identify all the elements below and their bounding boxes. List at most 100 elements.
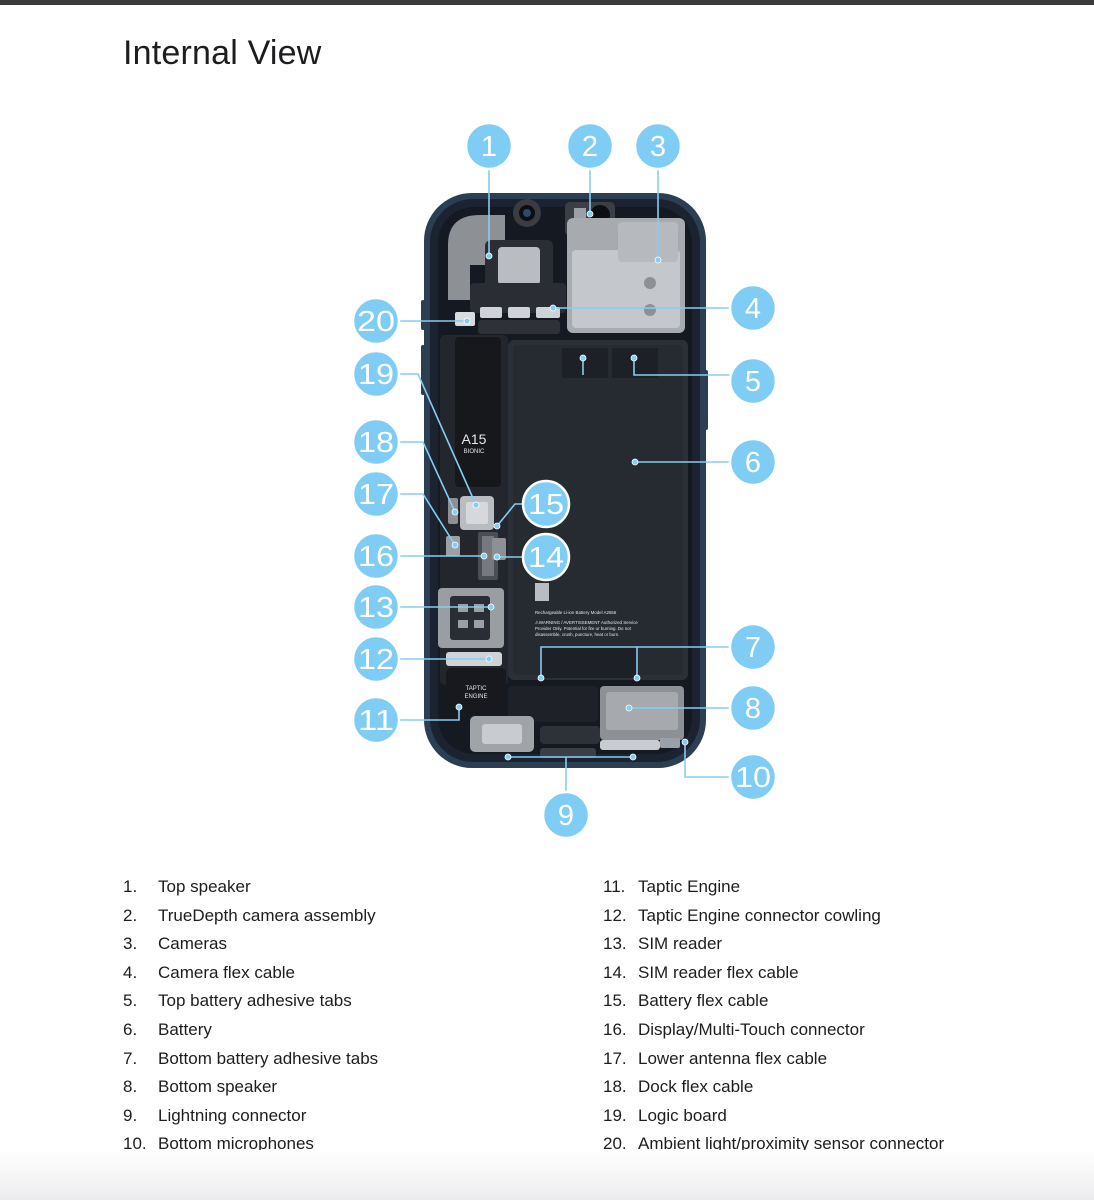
list-item: 16. Display/Multi-Touch connector [603,1019,944,1048]
callout-label: 15 [528,489,564,521]
parts-list-right: 11.Taptic Engine 12. Taptic Engine connec… [603,876,944,1162]
list-item: 13. SIM reader [603,933,944,962]
callout-8: 8 [728,683,778,733]
list-item-number: 7. [123,1048,138,1068]
chip-sublabel: BIONIC [464,449,485,455]
list-item: 18. Dock flex cable [603,1076,944,1105]
top-bar [0,0,1094,5]
callout-label: 20 [357,306,395,338]
list-item-number: 15. [603,991,627,1011]
list-item: 4. Camera flex cable [123,962,378,991]
list-item: 17.Lower antenna flex cable [603,1048,944,1077]
callout-10: 10 [728,752,778,802]
list-item-number: 8. [123,1077,138,1097]
callout-17: 17 [351,469,401,519]
callout-label: 7 [745,632,761,664]
callout-5: 5 [728,356,778,406]
callout-1: 1 [464,121,514,171]
list-item: 10.Bottom microphones [123,1133,378,1162]
callout-19: 19 [351,349,401,399]
list-item-label: SIM reader flex cable [638,962,799,982]
leader-lines [399,169,741,792]
list-item-label: Taptic Engine connector cowling [638,905,881,925]
list-item-number: 13. [603,934,627,954]
list-item-label: Bottom speaker [158,1077,278,1097]
list-item-number: 12. [603,905,627,925]
list-item-label: Bottom microphones [158,1134,314,1154]
list-item: 15. Battery flex cable [603,990,944,1019]
callout-label: 18 [358,427,394,459]
list-item-label: Camera flex cable [158,962,296,982]
list-item-label: Top battery adhesive tabs [158,991,352,1011]
list-item-label: Bottom battery adhesive tabs [158,1048,379,1068]
list-item: 9. Lightning connector [123,1105,378,1134]
list-item-number: 1. [123,877,138,896]
callout-15: 15 [521,479,571,529]
list-item-label: Taptic Engine [638,877,741,896]
callout-label: 4 [745,293,761,325]
list-item-label: Ambient light/proximity sensor connector [638,1134,945,1154]
list-item-label: Top speaker [158,877,251,896]
callout-16: 16 [351,531,401,581]
battery-label-line3: Provider Only. Potential for fire or bur… [535,626,632,631]
list-item: 5. Top battery adhesive tabs [123,990,378,1019]
page-title: Internal View [123,34,322,72]
list-item-label: SIM reader [638,934,723,954]
list-item-label: Battery flex cable [638,991,769,1011]
callout-6: 6 [728,437,778,487]
callout-3: 3 [633,121,683,171]
list-item-label: Logic board [638,1105,727,1125]
list-item-number: 14. [603,962,627,982]
callout-label: 19 [358,359,394,391]
leader-dots [451,210,689,761]
callout-9: 9 [541,790,591,840]
list-item-number: 2. [123,905,138,925]
chip-label: A15 [462,431,487,447]
list-item: 11.Taptic Engine [603,876,944,905]
callout-label: 5 [745,366,761,398]
callout-20: 20 [351,296,401,346]
taptic-label-line1: TAPTIC [466,686,488,692]
list-item: 8. Bottom speaker [123,1076,378,1105]
list-item-number: 5. [123,991,138,1011]
callout-7: 7 [728,622,778,672]
list-item-label: Battery [158,1019,212,1039]
callout-label: 16 [358,541,394,573]
list-item-number: 19. [603,1105,627,1125]
bottom-fade [0,1150,1094,1200]
callout-label: 2 [582,131,598,163]
callout-label: 17 [358,479,394,511]
list-item-number: 18. [603,1077,627,1097]
list-item: 12. Taptic Engine connector cowling [603,905,944,934]
callout-label: 6 [745,447,761,479]
callout-label: 9 [558,800,574,832]
list-item-number: 9. [123,1105,138,1125]
callout-label: 13 [358,592,394,624]
callout-2: 2 [565,121,615,171]
list-item-number: 4. [123,962,138,982]
parts-list-left: 1.Top speaker 2.TrueDepth camera assembl… [123,876,378,1162]
callout-12: 12 [351,634,401,684]
callout-label: 14 [528,542,564,574]
list-item: 7. Bottom battery adhesive tabs [123,1048,378,1077]
callout-label: 8 [745,693,761,725]
list-item: 19. Logic board [603,1105,944,1134]
callout-18: 18 [351,417,401,467]
callout-11: 11 [351,695,401,745]
battery-label-line2: ⚠WARNING / AVERTISSEMENT Authorized Serv… [535,620,638,625]
list-item-label: Dock flex cable [638,1077,754,1097]
list-item: 14. SIM reader flex cable [603,962,944,991]
list-item-number: 16. [603,1019,627,1039]
phone-illustration: A15 BIONIC TAPTIC ENGINE Rechargeable Li… [421,193,708,768]
list-item-number: 6. [123,1019,138,1039]
callout-13: 13 [351,582,401,632]
callout-14: 14 [521,532,571,582]
callout-label: 1 [481,131,497,163]
list-item-number: 17. [603,1048,627,1068]
list-item-label: Display/Multi-Touch connector [638,1019,865,1039]
callout-label: 10 [735,762,771,794]
taptic-label-line2: ENGINE [464,694,487,700]
callout-4: 4 [728,283,778,333]
list-item-number: 3. [123,934,138,954]
list-item-label: Lightning connector [158,1105,307,1125]
